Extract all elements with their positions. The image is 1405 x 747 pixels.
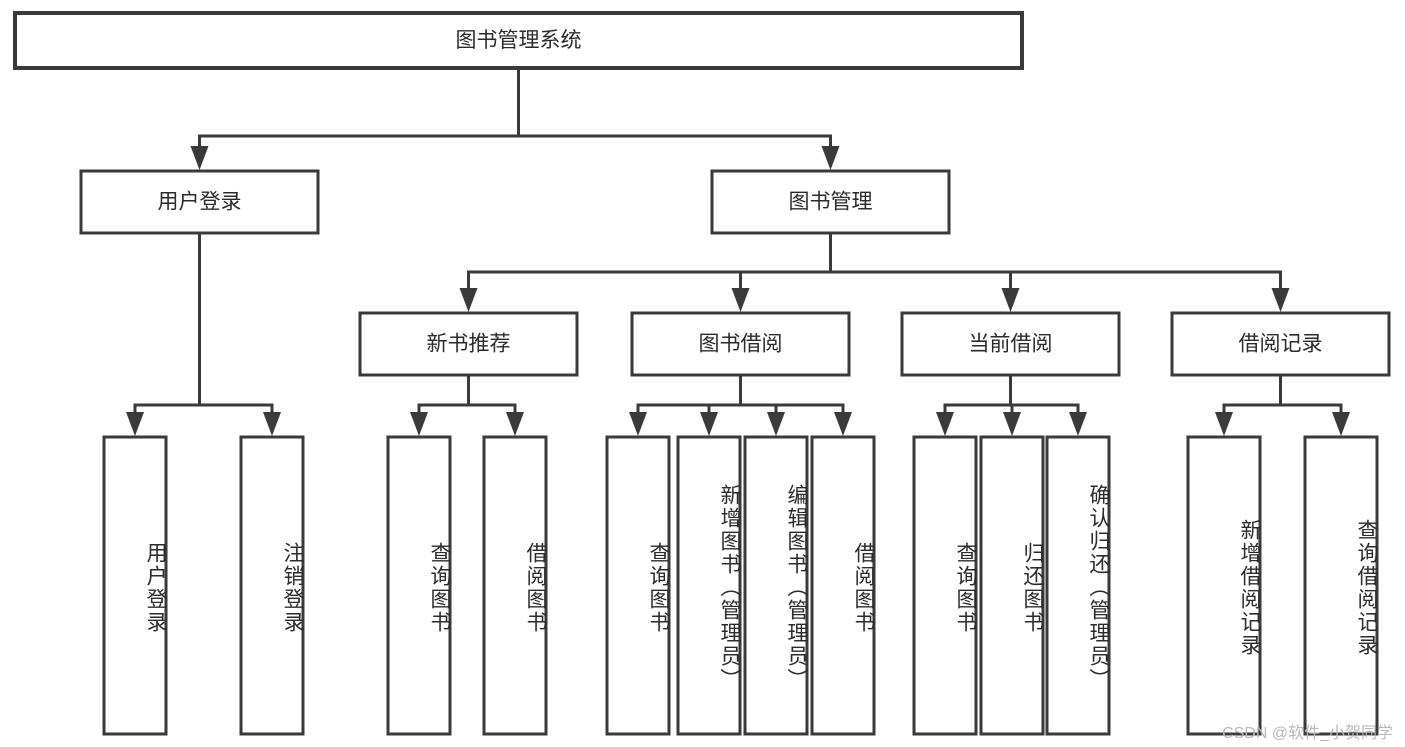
edge-arrowhead-icon — [700, 412, 718, 436]
node-leaf-borrow-book-2[interactable] — [810, 435, 876, 736]
edge-arrowhead-icon — [629, 412, 647, 436]
node-label-current-borrow: 当前借阅 — [969, 333, 1053, 356]
node-leaf-query-book-1[interactable] — [386, 435, 452, 736]
edge-arrowhead-icon — [1332, 412, 1350, 436]
edge-arrowhead-icon — [410, 412, 428, 436]
node-leaf-add-record[interactable] — [1186, 435, 1262, 736]
node-leaf-borrow-book-1[interactable] — [482, 435, 548, 736]
node-leaf-user-logout[interactable] — [239, 435, 305, 736]
edge-arrowhead-icon — [1003, 412, 1021, 436]
node-user-login[interactable] — [79, 169, 320, 235]
node-leaf-return-book[interactable] — [979, 435, 1045, 736]
edge-arrowhead-icon — [1001, 288, 1020, 312]
node-book-borrow[interactable] — [630, 311, 851, 377]
node-leaf-user-login[interactable] — [102, 435, 168, 736]
node-leaf-query-record[interactable] — [1303, 435, 1379, 736]
edge-arrowhead-icon — [936, 412, 954, 436]
edge-arrowhead-icon — [1215, 412, 1233, 436]
edge-arrowhead-icon — [1271, 288, 1290, 312]
node-borrow-record[interactable] — [1170, 311, 1391, 377]
edge-arrowhead-icon — [190, 146, 209, 170]
node-label-user-login: 用户登录 — [158, 191, 242, 214]
edge-arrowhead-icon — [1069, 412, 1087, 436]
edge-arrowhead-icon — [263, 412, 281, 436]
node-root-图书管理系统[interactable] — [13, 11, 1024, 70]
node-new-book-rec[interactable] — [358, 311, 579, 377]
node-current-borrow[interactable] — [900, 311, 1121, 377]
node-leaf-query-book-3[interactable] — [912, 435, 978, 736]
node-box-layer — [13, 11, 1391, 736]
edge-arrowhead-icon — [767, 412, 785, 436]
node-label-root: 图书管理系统 — [456, 29, 582, 52]
edge-layer — [126, 66, 1350, 436]
node-label-new-book-rec: 新书推荐 — [427, 333, 511, 356]
edge-arrowhead-icon — [459, 288, 478, 312]
watermark-text: CSDN @软件_小贺同学 — [1222, 725, 1393, 742]
node-leaf-confirm-return[interactable] — [1045, 435, 1111, 736]
edge-arrowhead-icon — [834, 412, 852, 436]
node-leaf-add-book[interactable] — [676, 435, 742, 736]
edge-arrowhead-icon — [506, 412, 524, 436]
node-leaf-query-book-2[interactable] — [605, 435, 671, 736]
node-label-borrow-record: 借阅记录 — [1239, 333, 1323, 356]
node-leaf-edit-book[interactable] — [743, 435, 809, 736]
edge-arrowhead-icon — [126, 412, 144, 436]
node-label-book-manage: 图书管理 — [789, 191, 873, 214]
edge-arrowhead-icon — [731, 288, 750, 312]
node-label-book-borrow: 图书借阅 — [699, 333, 783, 356]
edge-arrowhead-icon — [821, 146, 840, 170]
node-book-manage[interactable] — [710, 169, 951, 235]
